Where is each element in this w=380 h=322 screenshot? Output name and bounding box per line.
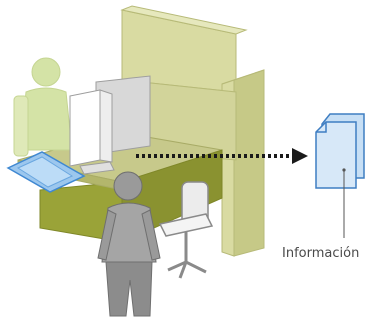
partition-side-panel: [233, 69, 265, 257]
seated-person-icon: [13, 57, 73, 157]
tablet-device: [6, 151, 86, 193]
seated-person-chair-back: [13, 95, 29, 157]
chair-base-front: [178, 261, 188, 279]
standing-person-left-arm: [97, 209, 117, 261]
partition-back-top: [120, 5, 248, 35]
standing-person-legs: [105, 261, 153, 317]
standing-person-right-arm: [141, 209, 161, 261]
chair-seat: [158, 213, 214, 237]
dotted-arrow-icon: [136, 148, 308, 164]
partition-side-top: [221, 69, 265, 85]
computer-monitor: [69, 75, 151, 175]
document-label: Información: [282, 246, 360, 261]
office-chair: [158, 181, 214, 279]
standing-person-head: [113, 171, 143, 201]
monitor-screen: [69, 89, 101, 167]
seated-person-head: [31, 57, 61, 87]
tablet-screen: [16, 156, 74, 188]
document-leader-dot: [342, 168, 346, 172]
document-fold: [316, 122, 327, 133]
stacked-documents-icon: [315, 113, 365, 238]
document-front: [315, 121, 357, 189]
monitor-side: [99, 89, 113, 163]
standing-person-icon: [97, 171, 161, 317]
monitor-stand: [79, 161, 115, 175]
arrow-head: [292, 148, 308, 164]
